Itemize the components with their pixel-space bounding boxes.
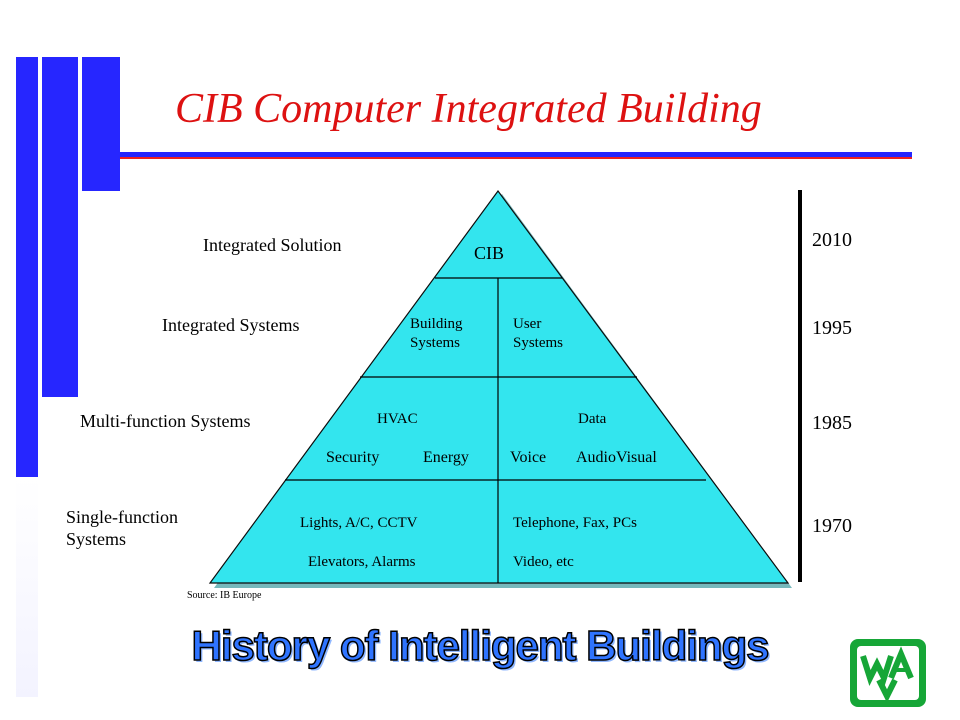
pyramid-top-label: CIB [474,243,505,263]
pyramid-diagram [208,189,792,588]
source-note: Source: IB Europe [187,590,262,601]
user-systems-label: User Systems [513,316,564,351]
slide-title: CIB Computer Integrated Building [175,86,762,132]
elevators-label: Elevators, Alarms [308,554,416,570]
blue-bar-1-fade [16,477,38,697]
level-label-single-function: Single-function Systems [66,507,178,549]
pyramid-body [208,189,790,584]
level-label-integrated-systems: Integrated Systems [162,315,300,335]
hvac-label: HVAC [377,411,418,427]
blue-bar-1 [16,57,38,477]
lights-label: Lights, A/C, CCTV [300,515,418,531]
telephone-label: Telephone, Fax, PCs [513,515,637,531]
video-label: Video, etc [513,554,574,570]
year-1995: 1995 [812,317,852,339]
energy-label: Energy [423,449,469,466]
voice-label: Voice [510,449,547,466]
timeline-line [798,190,802,582]
year-1970: 1970 [812,515,852,537]
blue-bar-3 [82,57,120,191]
year-2010: 2010 [812,229,852,251]
level-label-multi-function: Multi-function Systems [80,411,251,431]
blue-bar-2 [42,57,78,397]
security-label: Security [326,449,380,466]
data-label: Data [578,411,607,427]
audiovisual-label: AudioVisual [576,449,657,466]
footer-title: History of Intelligent Buildings [191,621,771,670]
green-square-logo-icon [850,639,926,707]
building-systems-label: Building Systems [410,316,463,351]
red-horizontal-line [120,157,912,159]
blue-horizontal-line [120,152,912,157]
year-1985: 1985 [812,412,852,434]
level-label-integrated-solution: Integrated Solution [203,235,342,255]
